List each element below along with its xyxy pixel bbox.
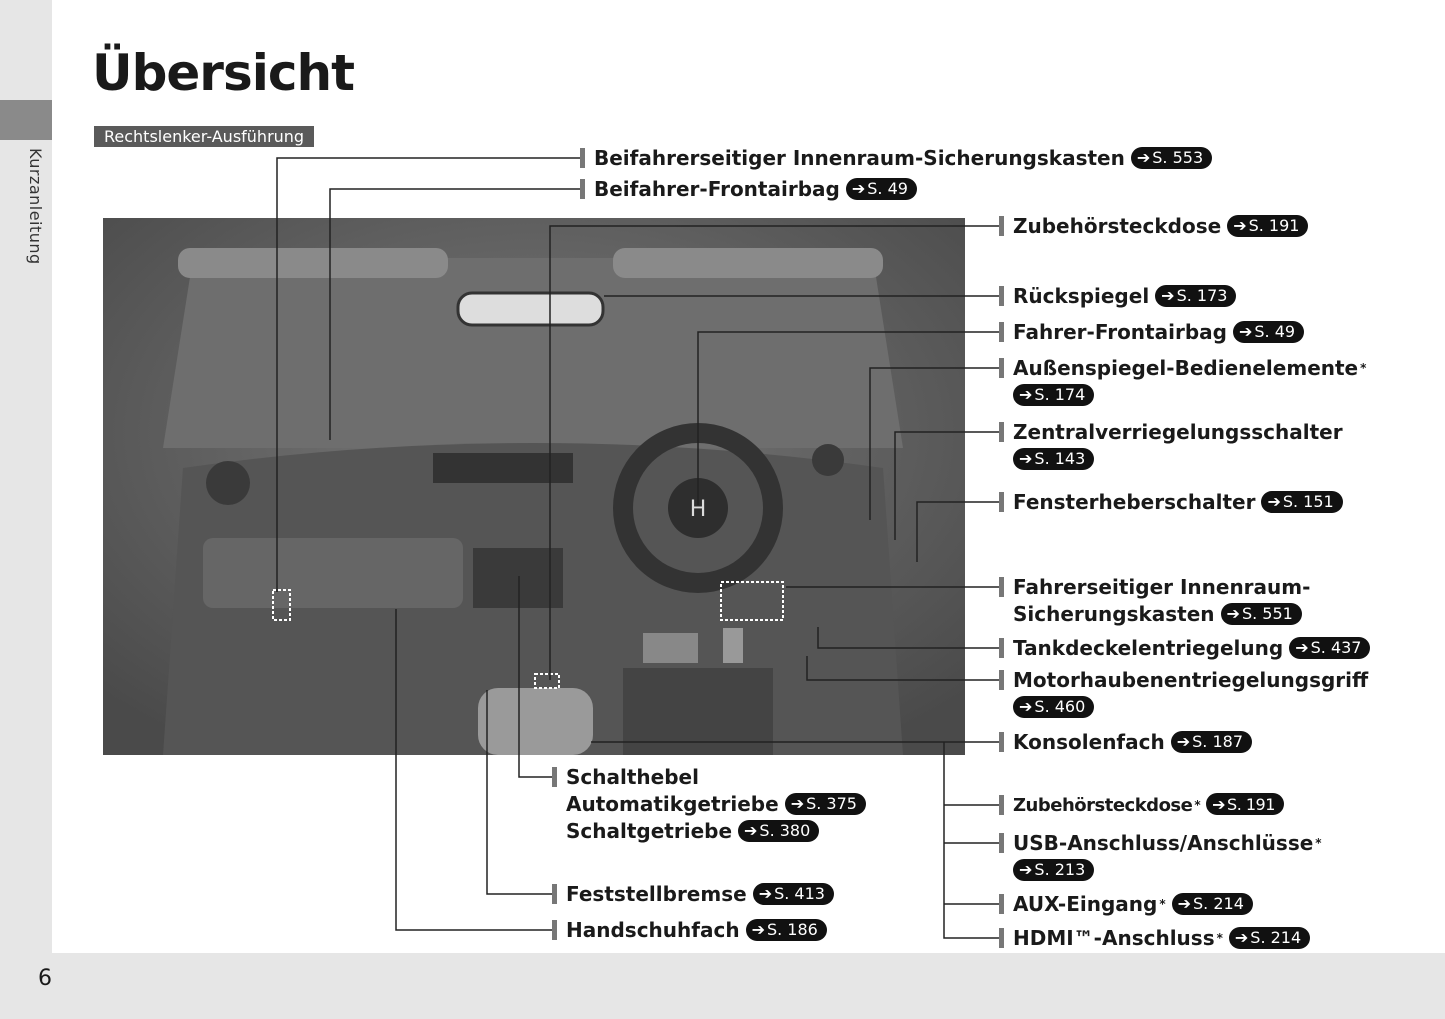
page-ref-link[interactable]: ➔S. 143 [1013, 447, 1095, 470]
arrow-icon: ➔ [1212, 794, 1226, 814]
label-text: Außenspiegel-Bedienelemente [1013, 356, 1359, 380]
arrow-icon: ➔ [1161, 286, 1175, 305]
label-text: Schalthebel [566, 765, 699, 789]
label-text: Zubehörsteckdose [1013, 214, 1222, 238]
label-text: Sicherungskasten [1013, 602, 1215, 626]
label-hdmi: HDMI™-Anschluss*➔S. 214 [999, 925, 1311, 952]
label-parking-brake: Feststellbremse➔S. 413 [552, 881, 834, 908]
page-ref-link[interactable]: ➔S. 174 [1013, 383, 1095, 406]
label-console-box: Konsolenfach➔S. 187 [999, 729, 1252, 756]
page-ref-link[interactable]: ➔S. 49 [845, 177, 917, 200]
arrow-icon: ➔ [790, 794, 805, 813]
label-text: Beifahrer-Frontairbag [594, 177, 840, 201]
label-text: Zubehörsteckdose [1013, 795, 1193, 816]
arrow-icon: ➔ [1295, 638, 1309, 657]
arrow-icon: ➔ [1267, 492, 1281, 511]
label-glove-box: Handschuhfach➔S. 186 [552, 917, 827, 944]
page-ref-link[interactable]: ➔S. 553 [1130, 146, 1213, 169]
arrow-icon: ➔ [851, 179, 866, 198]
arrow-icon: ➔ [1019, 385, 1033, 404]
label-passenger-airbag: Beifahrer-Frontairbag➔S. 49 [580, 176, 917, 203]
arrow-icon: ➔ [1019, 860, 1033, 879]
label-hood-release: Motorhaubenentriegelungsgriff ➔S. 460 [999, 667, 1369, 721]
label-text: Fahrer-Frontairbag [1013, 320, 1227, 344]
arrow-icon: ➔ [1177, 894, 1192, 913]
label-usb: USB-Anschluss/Anschlüsse*➔S. 213 [999, 830, 1322, 884]
label-fuel-lid-release: Tankdeckelentriegelung➔S. 437 [999, 635, 1371, 662]
arrow-icon: ➔ [1233, 216, 1247, 235]
page-ref-link[interactable]: ➔S. 375 [784, 792, 866, 815]
label-text: Zentralverriegelungsschalter [1013, 420, 1343, 444]
page-ref-link[interactable]: ➔S. 214 [1171, 892, 1253, 915]
label-mirror-controls: Außenspiegel-Bedienelemente*➔S. 174 [999, 355, 1366, 409]
label-central-locking: Zentralverriegelungsschalter ➔S. 143 [999, 419, 1343, 473]
page-ref-link[interactable]: ➔S. 49 [1232, 320, 1305, 343]
label-text: HDMI™-Anschluss [1013, 926, 1215, 950]
arrow-icon: ➔ [1238, 322, 1253, 341]
arrow-icon: ➔ [1136, 148, 1151, 167]
label-rearview-mirror: Rückspiegel➔S. 173 [999, 283, 1237, 310]
label-text: Rückspiegel [1013, 284, 1150, 308]
page-ref-link[interactable]: ➔S. 191 [1206, 793, 1284, 815]
page-ref-link[interactable]: ➔S. 186 [745, 918, 827, 941]
variant-label: Rechtslenker-Ausführung [94, 126, 315, 147]
label-text: Handschuhfach [566, 918, 740, 942]
label-text: USB-Anschluss/Anschlüsse [1013, 831, 1314, 855]
label-driver-fuse-box: Fahrerseitiger Innenraum- Sicherungskaste… [999, 574, 1311, 628]
page-ref-link[interactable]: ➔S. 151 [1261, 490, 1343, 513]
page-ref-link[interactable]: ➔S. 187 [1170, 730, 1252, 753]
side-strip [0, 0, 52, 1019]
label-text: Tankdeckelentriegelung [1013, 636, 1284, 660]
arrow-icon: ➔ [751, 920, 765, 939]
page-ref-link[interactable]: ➔S. 551 [1220, 602, 1302, 625]
label-text: Schaltgetriebe [566, 819, 733, 843]
page-ref-link[interactable]: ➔S. 460 [1013, 695, 1095, 718]
arrow-icon: ➔ [758, 884, 773, 903]
page-ref-link[interactable]: ➔S. 437 [1289, 636, 1371, 659]
label-text: Fensterheberschalter [1013, 490, 1256, 514]
label-text: Konsolenfach [1013, 730, 1165, 754]
label-text: AUX-Eingang [1013, 892, 1158, 916]
label-passenger-fuse-box: Beifahrerseitiger Innenraum-Sicherungska… [580, 145, 1213, 172]
svg-text:H: H [690, 497, 707, 522]
label-text: Automatikgetriebe [566, 792, 779, 816]
page-number: 6 [38, 966, 52, 991]
page-ref-link[interactable]: ➔S. 173 [1155, 284, 1237, 307]
arrow-icon: ➔ [744, 821, 758, 840]
arrow-icon: ➔ [1019, 697, 1033, 716]
page-ref-link[interactable]: ➔S. 214 [1228, 926, 1311, 949]
label-aux: AUX-Eingang*➔S. 214 [999, 891, 1253, 918]
section-tab-marker [0, 100, 52, 140]
page-ref-link[interactable]: ➔S. 191 [1227, 214, 1309, 237]
arrow-icon: ➔ [1176, 732, 1191, 751]
page-ref-link[interactable]: ➔S. 213 [1013, 858, 1095, 881]
label-driver-airbag: Fahrer-Frontairbag➔S. 49 [999, 319, 1305, 346]
arrow-icon: ➔ [1234, 928, 1249, 947]
label-window-switch: Fensterheberschalter➔S. 151 [999, 489, 1343, 516]
footer-band [0, 953, 1445, 1019]
arrow-icon: ➔ [1226, 604, 1240, 623]
page-title: Übersicht [92, 44, 355, 102]
page-ref-link[interactable]: ➔S. 380 [738, 819, 820, 842]
page-ref-link[interactable]: ➔S. 413 [752, 882, 834, 905]
label-text: Fahrerseitiger Innenraum- [1013, 575, 1311, 599]
label-accessory-socket-2: Zubehörsteckdose*➔S. 191 [999, 792, 1284, 819]
label-text: Motorhaubenentriegelungsgriff [1013, 668, 1369, 692]
label-text: Beifahrerseitiger Innenraum-Sicherungska… [594, 146, 1125, 170]
section-label: Kurzanleitung [26, 148, 45, 265]
label-accessory-socket: Zubehörsteckdose➔S. 191 [999, 213, 1309, 240]
label-text: Feststellbremse [566, 882, 747, 906]
arrow-icon: ➔ [1019, 449, 1033, 468]
dashboard-illustration: H [103, 218, 965, 755]
